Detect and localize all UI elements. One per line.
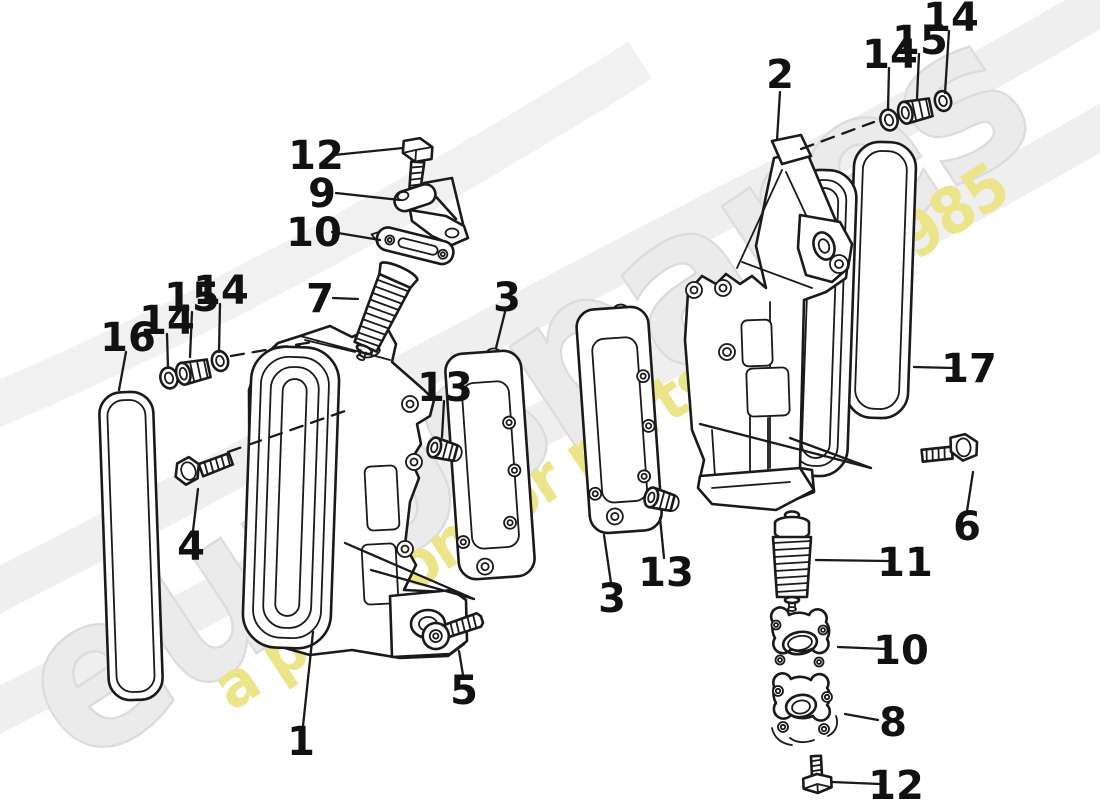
- callout-leader-9: [334, 191, 402, 202]
- part-14-seal-ring-drawing: [879, 108, 899, 132]
- callout-label-9: 9: [308, 171, 336, 217]
- part-2-chain-case-drawing: [683, 133, 858, 512]
- callout-label-17: 17: [941, 346, 997, 392]
- part-15-bushing-drawing: [896, 97, 934, 125]
- part-10-gasket-drawing: [769, 606, 831, 668]
- callout-leader-4: [191, 487, 200, 533]
- callout-label-14: 14: [862, 32, 918, 78]
- callout-label-10: 10: [286, 210, 342, 256]
- callout-label-16: 16: [100, 315, 156, 361]
- part-17-gasket-drawing: [844, 140, 918, 420]
- part-13-bushing-drawing: [426, 436, 463, 463]
- part-9-bracket-drawing: [393, 176, 470, 247]
- callout-leader-15: [188, 310, 194, 359]
- callout-label-15: 15: [164, 275, 220, 321]
- part-3-gasket-drawing: [575, 303, 663, 535]
- callout-leader-14: [886, 66, 891, 112]
- callout-leader-10: [836, 645, 888, 651]
- callout-label-8: 8: [879, 700, 907, 746]
- diagram-parts: [98, 89, 979, 795]
- callout-leader-11: [814, 558, 890, 563]
- part-14-seal-ring-drawing: [159, 366, 179, 390]
- callout-label-14: 14: [193, 268, 249, 314]
- part-16-gasket-drawing: [98, 390, 164, 702]
- aux-line-1: [229, 339, 320, 358]
- callout-leader-12: [332, 146, 405, 157]
- part-10-gasket-drawing: [370, 226, 455, 266]
- part-3-gasket-drawing: [444, 347, 536, 581]
- part-12-bolt-drawing: [401, 136, 434, 192]
- part-14-seal-ring-drawing: [210, 349, 230, 373]
- callout-leader-10: [330, 230, 382, 242]
- callout-label-4: 4: [177, 524, 205, 570]
- aux-line-5: [698, 422, 873, 470]
- watermark-swoosh-upper: [0, 41, 652, 428]
- callout-leader-16: [117, 350, 128, 392]
- callout-label-15: 15: [892, 18, 948, 64]
- callout-label-3: 3: [598, 576, 626, 622]
- aux-line-3: [343, 541, 476, 601]
- callout-label-10: 10: [873, 628, 929, 674]
- part-7-tensioner-drawing: [353, 261, 419, 362]
- part-14-seal-ring-drawing: [933, 89, 953, 113]
- aux-line-6: [788, 436, 873, 470]
- callout-label-12: 12: [868, 763, 924, 800]
- callout-label-6: 6: [953, 504, 981, 550]
- callout-label-2: 2: [766, 52, 794, 98]
- callout-leader-2: [775, 90, 782, 142]
- part-11-spring-drawing: [771, 510, 813, 612]
- callout-leader-14: [943, 29, 951, 95]
- callout-label-7: 7: [306, 276, 334, 322]
- callout-label-13: 13: [417, 365, 473, 411]
- callout-label-13: 13: [638, 550, 694, 596]
- callout-label-11: 11: [877, 540, 933, 586]
- aux-line-4: [369, 568, 476, 601]
- part-13-bushing-drawing: [643, 486, 680, 513]
- callout-leader-7: [331, 296, 360, 301]
- callout-label-14: 14: [139, 298, 195, 344]
- callout-label-3: 3: [493, 275, 521, 321]
- callout-leader-13: [440, 399, 446, 439]
- callout-leader-5: [457, 649, 465, 677]
- callout-label-5: 5: [450, 668, 478, 714]
- part-12-bolt-drawing: [801, 754, 833, 795]
- callout-leader-14: [217, 302, 222, 354]
- part-15-bushing-drawing: [174, 358, 212, 386]
- callout-leader-8: [843, 712, 880, 722]
- callout-label-14: 14: [923, 0, 979, 41]
- callout-leader-3: [494, 310, 507, 350]
- callout-label-1: 1: [287, 719, 315, 765]
- part-5-bolt-drawing: [421, 611, 485, 651]
- callout-leader-15: [915, 52, 921, 100]
- callout-leader-14: [165, 332, 170, 370]
- part-6-bolt-drawing: [920, 432, 979, 464]
- aux-line-2: [799, 120, 876, 151]
- callout-leader-17: [912, 365, 956, 370]
- callout-leader-1: [301, 630, 315, 728]
- part-8-flange-drawing: [771, 672, 839, 746]
- callout-label-12: 12: [288, 133, 344, 179]
- callout-leader-6: [965, 470, 975, 513]
- part-4-bolt-drawing: [174, 451, 235, 486]
- callout-leader-12: [830, 780, 882, 786]
- callout-leader-3: [602, 533, 613, 585]
- callout-leader-13: [658, 516, 666, 560]
